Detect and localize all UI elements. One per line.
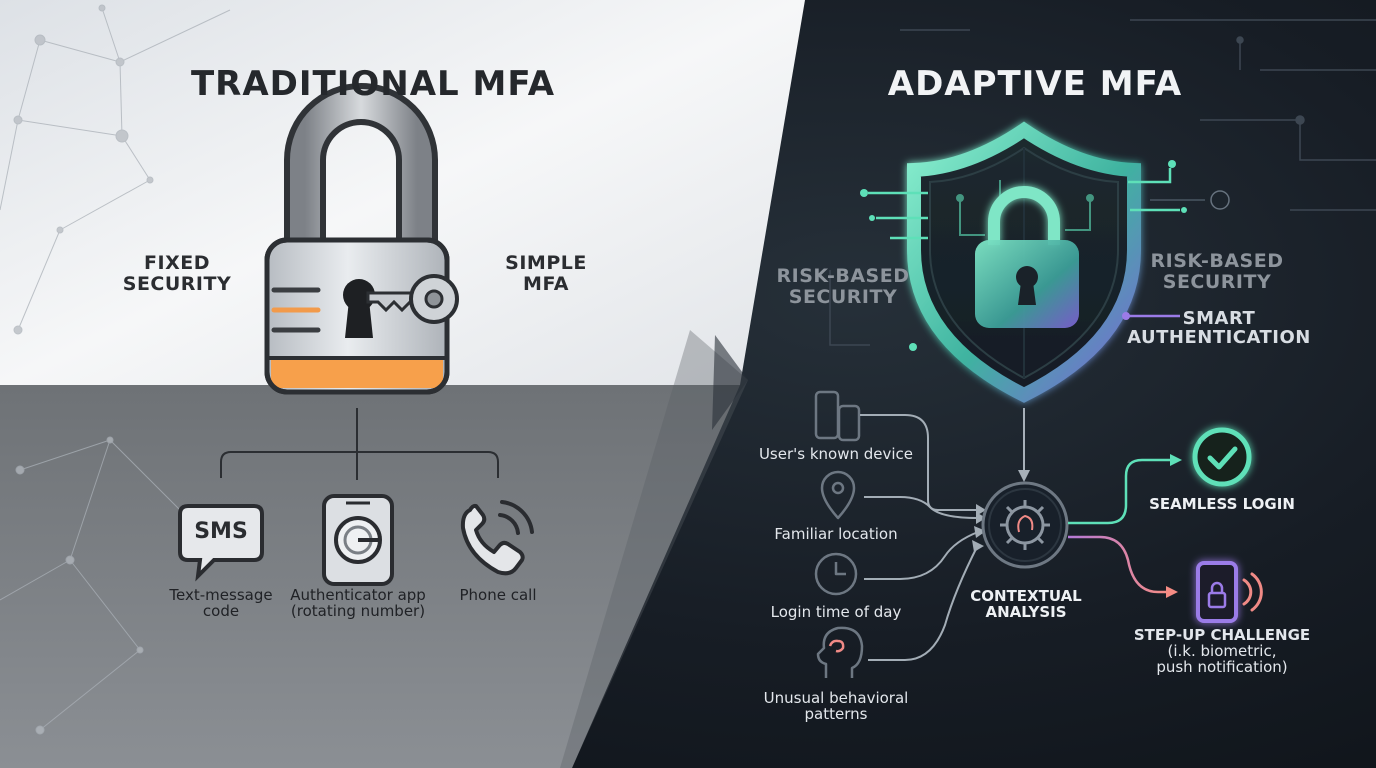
text-message-label: Text-message code <box>169 586 273 621</box>
fixed-security-label: FIXED SECURITY <box>122 252 232 295</box>
shield-circuit-traces <box>860 160 1187 351</box>
signal-arrowheads <box>972 504 986 552</box>
smart-authentication-label: SMART AUTHENTICATION <box>1127 308 1311 349</box>
brain-head-icon <box>816 626 864 678</box>
traditional-connectors <box>220 408 499 480</box>
network-decoration-left <box>0 4 231 735</box>
traditional-padlock <box>264 83 459 395</box>
step-up-challenge-label: STEP-UP CHALLENGE (i.k. biometric, push … <box>1133 626 1311 677</box>
authenticator-app-icon <box>322 494 394 586</box>
smart-auth-connector <box>1122 312 1180 320</box>
gear-brain-icon <box>981 481 1069 569</box>
signal-flow-lines <box>860 414 979 661</box>
sms-bubble-icon <box>178 504 264 582</box>
clock-icon <box>814 552 858 596</box>
risk-based-security-left-label: RISK-BASED SECURITY <box>776 265 910 308</box>
risk-based-security-right-label: RISK-BASED SECURITY <box>1150 250 1284 293</box>
traditional-mfa-title: TRADITIONAL MFA <box>190 64 556 104</box>
adaptive-mfa-title: ADAPTIVE MFA <box>887 64 1183 104</box>
familiar-location-label: Familiar location <box>774 525 898 543</box>
behavioral-patterns-label: Unusual behavioral patterns <box>763 689 909 724</box>
phone-icon <box>460 500 534 576</box>
phone-lock-icon <box>1196 561 1263 623</box>
seamless-login-arrow <box>1068 454 1182 525</box>
contextual-analysis-label: CONTEXTUAL ANALYSIS <box>970 587 1082 622</box>
login-time-label: Login time of day <box>770 603 902 621</box>
known-device-label: User's known device <box>758 445 914 463</box>
devices-icon <box>814 390 861 442</box>
seamless-login-label: SEAMLESS LOGIN <box>1149 495 1295 513</box>
shield-to-analysis-arrow <box>1018 408 1030 482</box>
simple-mfa-label: SIMPLE MFA <box>505 252 587 295</box>
step-up-arrow <box>1068 535 1178 598</box>
sms-badge: SMS <box>194 519 248 544</box>
authenticator-app-label: Authenticator app (rotating number) <box>290 586 426 621</box>
circuit-decoration-right <box>829 19 1376 346</box>
location-pin-icon <box>820 470 856 520</box>
phone-call-label: Phone call <box>459 586 537 604</box>
check-circle-icon <box>1192 427 1252 487</box>
adaptive-shield <box>907 121 1141 403</box>
